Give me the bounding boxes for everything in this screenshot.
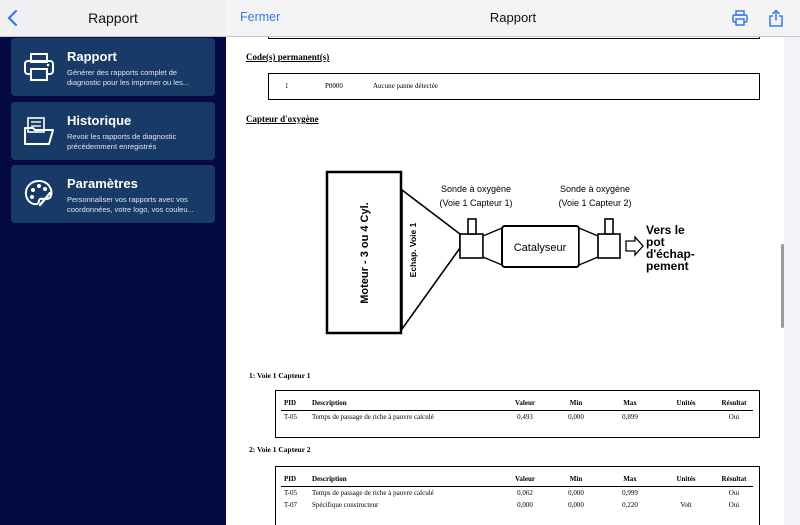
close-button[interactable]: Fermer [240, 10, 281, 24]
cell-description: Temps de passage de riche à pauvre calcu… [312, 489, 434, 497]
sidebar-item-title: Historique [67, 113, 132, 128]
sidebar-item-title: Paramètres [67, 176, 138, 191]
column-header: Résultat [715, 472, 753, 487]
sidebar-item-description: Personnaliser vos rapports avec vos coor… [67, 195, 194, 214]
scrollbar[interactable] [781, 244, 784, 328]
cell-unit [657, 487, 715, 500]
sidebar-title: Rapport [88, 10, 138, 26]
dtc-table: 1 P0000 Aucune panne détectée [268, 73, 760, 100]
dtc-description: Aucune panne détectée [373, 82, 438, 90]
sidebar-item-description: Revoir les rapports de diagnostic précéd… [67, 132, 177, 151]
cell-max: 0,899 [622, 413, 638, 421]
cell-description: Spécifique constructeur [312, 501, 379, 509]
sensor2-table-frame: PID Description Valeur Min Max Unités Ré… [275, 466, 760, 525]
catalyst-inlet [482, 226, 503, 267]
dtc-code: P0000 [325, 82, 343, 90]
dtc-section-title: Code(s) permanent(s) [246, 52, 330, 62]
column-header: Unités [657, 396, 715, 411]
sensor2-label-line2: (Voie 1 Capteur 2) [558, 198, 631, 208]
sensor1-label-line1: Sonde à oxygène [441, 184, 511, 194]
pot-label-line3: d'échap- [646, 247, 695, 261]
table-row: T-05 Temps de passage de riche à pauvre … [281, 411, 753, 424]
column-header: PID [281, 472, 309, 487]
cell-unit [657, 411, 715, 424]
sensor1-table: PID Description Valeur Min Max Unités Ré… [281, 396, 753, 423]
cell-max: 0,999 [622, 489, 638, 497]
main-header: Fermer Rapport [226, 0, 800, 37]
column-header: Description [309, 396, 501, 411]
cell-result: Oui [728, 501, 740, 509]
cell-unit: Volt [680, 501, 692, 509]
column-header: Valeur [501, 472, 549, 487]
sensor2-label-line1: Sonde à oxygène [560, 184, 630, 194]
chevron-left-icon[interactable] [5, 9, 21, 27]
sensor1-probe [467, 218, 477, 235]
catalyst-outlet [578, 226, 599, 267]
cell-description: Temps de passage de riche à pauvre calcu… [312, 413, 434, 421]
column-header: Max [603, 472, 657, 487]
sensor1-label-line2: (Voie 1 Capteur 1) [439, 198, 512, 208]
share-icon[interactable] [767, 9, 785, 27]
sensor1-table-frame: PID Description Valeur Min Max Unités Ré… [275, 390, 760, 438]
arrow-right-icon [625, 235, 644, 257]
sensor1-pipe [459, 233, 484, 259]
pot-label-line1: Vers le [646, 223, 685, 237]
pot-label-line4: pement [646, 259, 689, 273]
cell-pid: T-07 [284, 501, 297, 509]
folder-icon [24, 117, 54, 145]
cell-value: 0,000 [517, 501, 533, 509]
sensor1-title: 1: Voie 1 Capteur 1 [249, 371, 311, 380]
engine-label: Moteur - 3 ou 4 Cyl. [359, 202, 371, 303]
cell-min: 0,000 [568, 489, 584, 497]
sidebar-item-parametres[interactable]: Paramètres Personnaliser vos rapports av… [11, 165, 215, 223]
catalyst-label: Catalyseur [514, 242, 567, 254]
o2-section-title: Capteur d'oxygène [246, 114, 319, 124]
column-header: Description [309, 472, 501, 487]
sidebar-item-rapport[interactable]: Rapport Générer des rapports complet de … [11, 38, 215, 96]
pot-label-line2: pot [646, 235, 665, 249]
oxygen-sensor-diagram: Moteur - 3 ou 4 Cyl. Echap. Voie 1 Catal… [325, 170, 695, 335]
sensor2-probe [604, 218, 614, 235]
sensor2-table: PID Description Valeur Min Max Unités Ré… [281, 472, 753, 511]
cell-min: 0,000 [568, 413, 584, 421]
palette-icon [24, 179, 53, 207]
cell-value: 0,062 [517, 489, 533, 497]
printer-icon [24, 53, 54, 81]
previous-table-bottom [268, 37, 760, 39]
cell-value: 0,493 [517, 413, 533, 421]
table-row: T-05 Temps de passage de riche à pauvre … [281, 487, 753, 500]
cell-max: 0,220 [622, 501, 638, 509]
dtc-number: 1 [285, 82, 289, 90]
report-document: Code(s) permanent(s) 1 P0000 Aucune pann… [226, 37, 784, 525]
sidebar: Rapport Rapport Générer des rapports com… [0, 0, 226, 525]
sensor2-pipe [597, 233, 621, 259]
column-header: Résultat [715, 396, 753, 411]
cell-pid: T-05 [284, 413, 297, 421]
sidebar-header: Rapport [0, 0, 226, 37]
column-header: Max [603, 396, 657, 411]
sidebar-item-description: Générer des rapports complet de diagnost… [67, 68, 190, 87]
sensor2-title: 2: Voie 1 Capteur 2 [249, 445, 311, 454]
column-header: Unités [657, 472, 715, 487]
cell-result: Oui [728, 413, 740, 421]
column-header: Min [549, 472, 603, 487]
sidebar-item-title: Rapport [67, 49, 117, 64]
print-icon[interactable] [731, 9, 749, 27]
cell-result: Oui [728, 489, 740, 497]
page-title: Rapport [489, 10, 537, 25]
cell-min: 0,000 [568, 501, 584, 509]
column-header: Min [549, 396, 603, 411]
column-header: Valeur [501, 396, 549, 411]
column-header: PID [281, 396, 309, 411]
engine-block [325, 170, 403, 335]
exhaust-label: Echap. Voie 1 [408, 222, 418, 277]
cell-pid: T-05 [284, 489, 297, 497]
table-row: T-07 Spécifique constructeur 0,000 0,000… [281, 499, 753, 511]
sidebar-item-historique[interactable]: Historique Revoir les rapports de diagno… [11, 102, 215, 160]
